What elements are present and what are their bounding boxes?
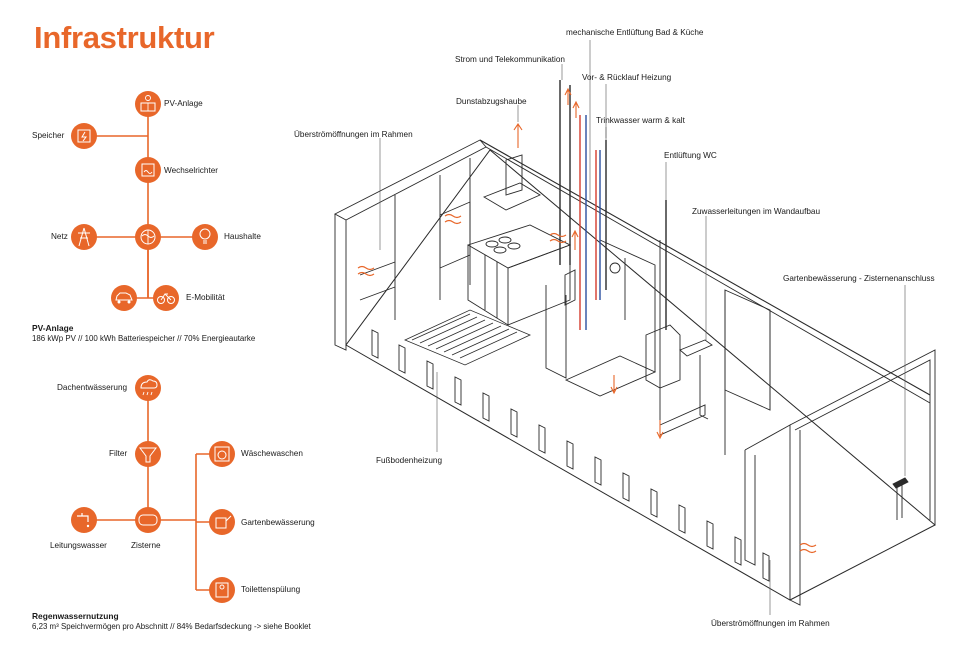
annotation-uber-top: Überströmöffnungen im Rahmen	[294, 130, 413, 139]
node-label-dach: Dachentwässerung	[57, 383, 128, 392]
node-label-speicher: Speicher	[32, 131, 65, 140]
node-label-netz: Netz	[51, 232, 68, 241]
node-label-haushalte: Haushalte	[224, 232, 261, 241]
faucet-icon	[71, 507, 97, 533]
annotation-uber-bottom: Überströmöffnungen im Rahmen	[711, 619, 830, 628]
node-label-emobil: E-Mobilität	[186, 293, 225, 302]
energy-connectors	[84, 104, 205, 299]
power-tower-icon	[71, 224, 97, 250]
solar-panel-icon	[135, 91, 161, 117]
watering-can-icon	[209, 509, 235, 535]
leader-lines	[379, 40, 906, 615]
air-flow-arrows	[357, 87, 817, 554]
floor-heating	[404, 309, 531, 366]
caption-title-water: Regenwassernutzung	[32, 611, 119, 621]
annotation-mech: mechanische Entlüftung Bad & Küche	[566, 28, 704, 37]
funnel-icon	[135, 441, 161, 467]
annotation-garten: Gartenbewässerung - Zisternenanschluss	[783, 274, 935, 283]
inverter-icon	[135, 157, 161, 183]
battery-icon	[71, 123, 97, 149]
node-label-toilette: Toilettenspülung	[241, 585, 301, 594]
node-label-zisterne: Zisterne	[131, 541, 161, 550]
annotation-vorlauf: Vor- & Rücklauf Heizung	[582, 73, 672, 82]
washing-machine-icon	[209, 441, 235, 467]
utility-pipes	[559, 80, 667, 330]
front-frame-posts	[371, 329, 770, 582]
brain-icon	[135, 224, 161, 250]
water-connectors	[84, 388, 222, 591]
building-drawing	[334, 139, 936, 606]
node-label-pv: PV-Anlage	[164, 99, 203, 108]
node-label-filter: Filter	[109, 449, 128, 458]
node-label-waesche: Wäschewaschen	[241, 449, 303, 458]
tank-icon	[135, 507, 161, 533]
annotation-fussboden: Fußbodenheizung	[376, 456, 443, 465]
bicycle-icon	[153, 285, 179, 311]
annotation-trink: Trinkwasser warm & kalt	[596, 116, 685, 125]
annotation-dunst: Dunstabzugshaube	[456, 97, 527, 106]
caption-text-energy: 186 kWp PV // 100 kWh Batteriespeicher /…	[32, 334, 256, 343]
car-icon	[111, 285, 137, 311]
annotation-strom: Strom und Telekommunikation	[455, 55, 565, 64]
node-label-garten: Gartenbewässerung	[241, 518, 315, 527]
node-label-leitung: Leitungswasser	[50, 541, 107, 550]
annotation-wc: Entlüftung WC	[664, 151, 717, 160]
caption-title-energy: PV-Anlage	[32, 323, 74, 333]
rain-cloud-icon	[135, 375, 161, 401]
caption-text-water: 6,23 m³ Speichvermögen pro Abschnitt // …	[32, 622, 311, 631]
lightbulb-icon	[192, 224, 218, 250]
annotation-zuwasser: Zuwasserleitungen im Wandaufbau	[692, 207, 821, 216]
bathroom-block	[545, 239, 713, 420]
page-title: Infrastruktur	[34, 20, 215, 55]
toilet-paper-icon	[209, 577, 235, 603]
node-label-wechselrichter: Wechselrichter	[164, 166, 218, 175]
